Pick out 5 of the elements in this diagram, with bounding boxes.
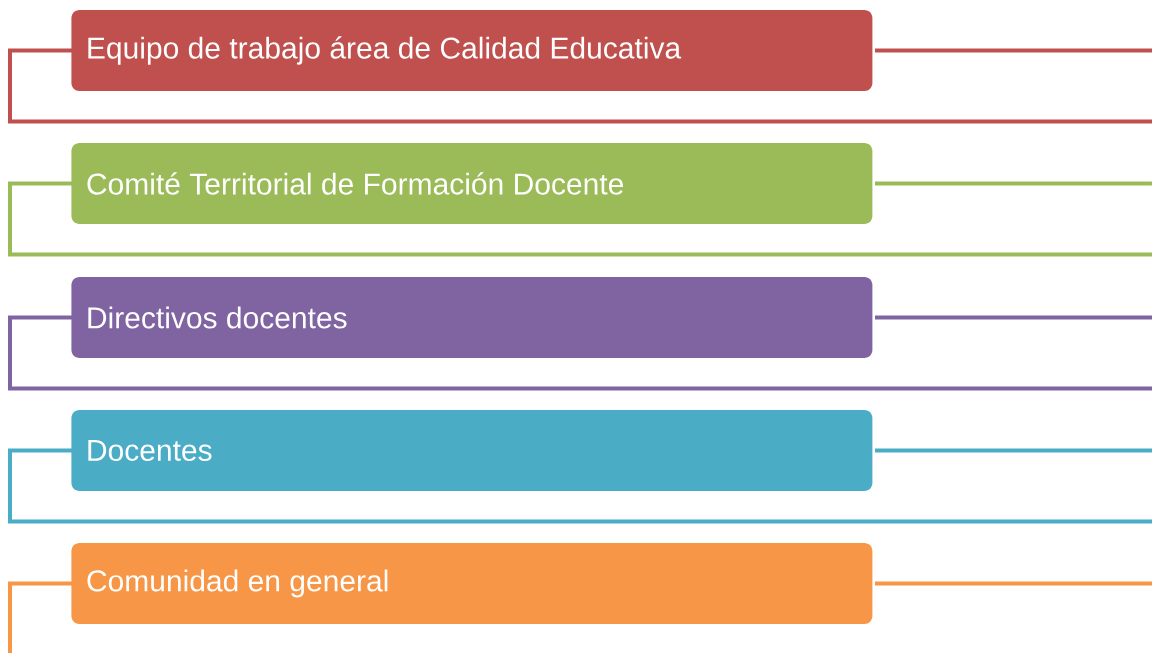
list-box: Docentes: [71, 410, 873, 491]
list-box: Directivos docentes: [71, 277, 873, 358]
list-box: Comité Territorial de Formación Docente: [71, 143, 873, 224]
list-box: Comunidad en general: [71, 543, 873, 624]
list-box: Equipo de trabajo área de Calidad Educativa: [71, 10, 873, 91]
